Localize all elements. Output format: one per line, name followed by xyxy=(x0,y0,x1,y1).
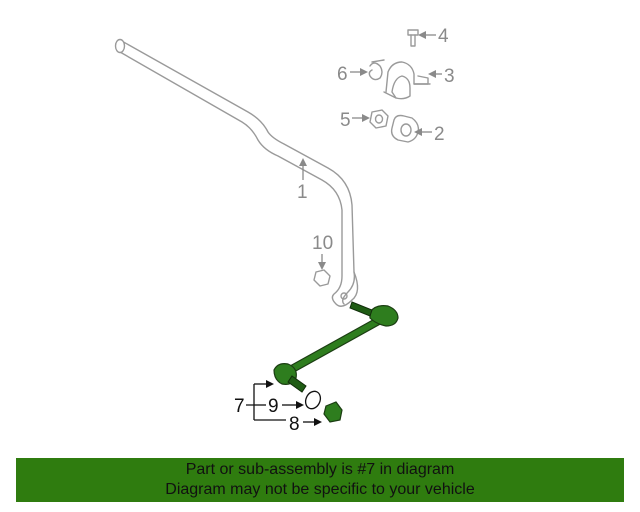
callout-7: 7 xyxy=(234,380,274,420)
callout-10: 10 xyxy=(312,233,333,270)
callout-2: 2 xyxy=(414,124,445,145)
svg-text:8: 8 xyxy=(289,414,300,435)
callout-8: 8 xyxy=(254,414,322,435)
svg-text:6: 6 xyxy=(337,64,348,85)
bushing xyxy=(390,114,420,143)
svg-text:9: 9 xyxy=(268,396,279,417)
callout-4: 4 xyxy=(418,26,449,47)
svg-text:7: 7 xyxy=(234,396,245,417)
parts-diagram: 1 2 3 4 5 6 10 7 9 xyxy=(114,26,455,435)
callout-5: 5 xyxy=(340,110,370,131)
svg-text:2: 2 xyxy=(434,124,445,145)
banner-line-2: Diagram may not be specific to your vehi… xyxy=(165,481,475,498)
nut-10 xyxy=(313,269,331,287)
nut xyxy=(369,109,389,129)
stabilizer-bar xyxy=(114,38,359,307)
info-banner: Part or sub-assembly is #7 in diagram Di… xyxy=(16,458,624,502)
callout-3: 3 xyxy=(428,66,455,87)
svg-text:5: 5 xyxy=(340,110,351,131)
banner-line-1: Part or sub-assembly is #7 in diagram xyxy=(185,461,455,478)
o-ring xyxy=(304,390,322,410)
svg-text:3: 3 xyxy=(444,66,455,87)
bolt xyxy=(407,29,419,47)
clip xyxy=(368,59,385,81)
nut-8 xyxy=(323,401,343,423)
callout-1: 1 xyxy=(297,158,308,203)
svg-text:1: 1 xyxy=(297,182,308,203)
svg-text:4: 4 xyxy=(438,26,449,47)
stabilizer-link xyxy=(273,301,399,393)
callout-6: 6 xyxy=(337,64,368,85)
callout-9: 9 xyxy=(254,396,304,417)
bracket xyxy=(383,61,431,100)
svg-text:10: 10 xyxy=(312,233,333,254)
